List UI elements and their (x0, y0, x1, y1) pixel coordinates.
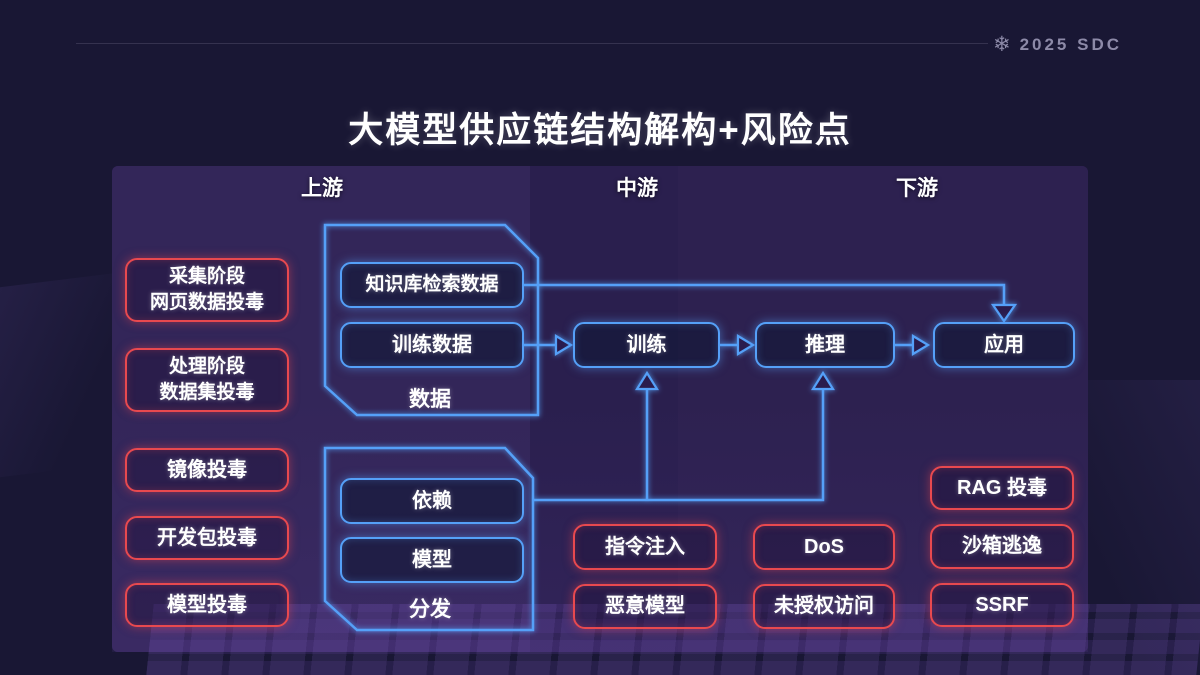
midstream-band (530, 166, 678, 652)
risk-box-dos: DoS (753, 524, 895, 570)
risk-box-model-poisoning: 模型投毒 (125, 583, 289, 627)
risk-box-image-poisoning: 镜像投毒 (125, 448, 289, 492)
arrow-right-into-training (554, 334, 574, 356)
connector-kb-to-application (524, 283, 1006, 304)
risk-box-collection-poisoning: 采集阶段 网页数据投毒 (125, 258, 289, 322)
arrow-right-into-application (911, 334, 931, 356)
risk-box-malicious-model: 恶意模型 (573, 584, 717, 629)
panel-sheen-decor (112, 400, 1088, 652)
node-model: 模型 (340, 537, 524, 583)
slide-title: 大模型供应链结构解构+风险点 (348, 111, 852, 150)
pipeline-node-application: 应用 (933, 322, 1075, 368)
arrow-right-into-inference (736, 334, 756, 356)
event-logo-text: 2025 SDC (1019, 34, 1122, 54)
event-logo: ❄ 2025 SDC (993, 32, 1122, 57)
node-training-data: 训练数据 (340, 322, 524, 368)
pipeline-node-inference: 推理 (755, 322, 895, 368)
right-texture-decor (1086, 380, 1200, 670)
risk-box-devkit-poisoning: 开发包投毒 (125, 516, 289, 560)
risk-box-ssrf: SSRF (930, 583, 1074, 627)
downstream-band (678, 166, 1088, 652)
column-header-midstream: 中游 (616, 177, 658, 200)
node-dependency: 依赖 (340, 478, 524, 524)
column-header-upstream: 上游 (301, 177, 343, 200)
risk-box-prompt-injection: 指令注入 (573, 524, 717, 570)
pipeline-node-training: 训练 (573, 322, 720, 368)
data-group-label: 数据 (409, 388, 451, 411)
snowflake-icon: ❄ (992, 33, 1011, 56)
connector-distribution-to-inference (533, 389, 825, 502)
risk-box-sandbox-escape: 沙箱逃逸 (930, 524, 1074, 569)
data-group-outline (323, 223, 540, 417)
arrow-down-into-application (990, 303, 1018, 323)
header-divider (76, 43, 988, 44)
arrow-up-into-inference (811, 370, 835, 391)
node-knowledge-base-data: 知识库检索数据 (340, 262, 524, 308)
risk-box-unauthorized-access: 未授权访问 (753, 584, 895, 629)
risk-box-dataset-poisoning: 处理阶段 数据集投毒 (125, 348, 289, 412)
column-header-downstream: 下游 (896, 177, 938, 200)
distribution-group-outline (323, 446, 535, 632)
distribution-group-label: 分发 (409, 598, 451, 621)
supply-chain-panel (112, 166, 1088, 652)
risk-box-rag-poisoning: RAG 投毒 (930, 466, 1074, 510)
arrow-up-into-training (635, 370, 659, 391)
